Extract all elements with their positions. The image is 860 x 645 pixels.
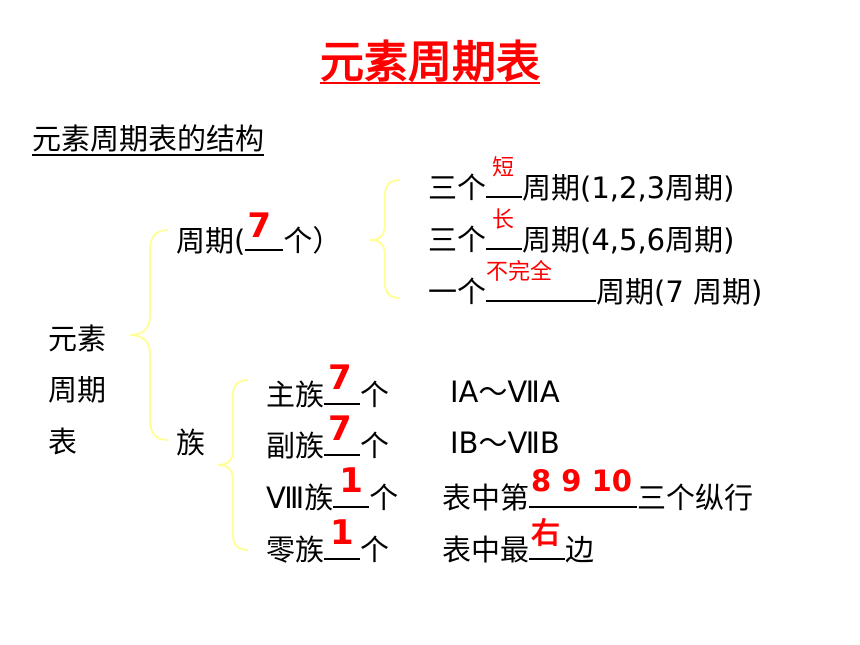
- root-bracket: [129, 229, 169, 441]
- period-item-answer: 不完全: [486, 260, 553, 285]
- period-item-blank: 不完全: [486, 260, 597, 302]
- group-item-blank: 1: [324, 516, 361, 560]
- period-item-answer: 短: [492, 156, 515, 181]
- root-label-line-1: 元素: [48, 322, 107, 356]
- group-node: 族: [176, 426, 206, 460]
- period-item-prefix: 三个: [428, 171, 487, 205]
- root-label-line-2: 周期: [48, 373, 107, 407]
- group-item-blank: 7: [324, 412, 361, 456]
- period-item-prefix: 三个: [428, 223, 487, 257]
- group-item-zero-desc: 表中最右边: [442, 516, 595, 567]
- group-item-blank: 7: [324, 361, 361, 405]
- group-desc-prefix: 表中最: [442, 533, 530, 567]
- group-item-answer: 7: [328, 358, 352, 398]
- group-item-name: 零族: [266, 533, 325, 567]
- group-desc-prefix: 表中第: [442, 481, 530, 515]
- group-item-answer: 1: [330, 513, 354, 553]
- group-item-main-desc: ⅠA～ⅦA: [450, 375, 560, 409]
- section-heading: 元素周期表的结构: [32, 122, 265, 156]
- period-item-1: 三个短周期(1,2,3周期): [428, 156, 735, 205]
- period-label-prefix: 周期(: [176, 224, 246, 258]
- period-item-3: 一个不完全周期(7 周期): [428, 260, 763, 309]
- period-count-answer: 7: [247, 206, 271, 246]
- group-desc-answer: 8 9 10: [531, 464, 632, 498]
- period-item-blank: 短: [486, 156, 523, 198]
- group-desc-blank: 右: [529, 516, 566, 560]
- group-item-unit: 个: [360, 533, 390, 567]
- group-desc-answer: 右: [531, 516, 561, 550]
- period-count-blank: 7: [245, 209, 284, 251]
- group-item-unit: 个: [369, 481, 399, 515]
- group-bracket: [217, 379, 249, 551]
- group-item-answer: 7: [328, 409, 352, 449]
- period-node: 周期(7 个）: [176, 209, 342, 258]
- group-desc-suffix: 三个纵行: [637, 481, 754, 515]
- root-label-line-3: 表: [48, 425, 78, 459]
- group-item-answer: 1: [339, 461, 363, 501]
- group-item-unit: 个: [360, 429, 390, 463]
- period-bracket: [369, 179, 401, 299]
- group-item-blank: 1: [333, 464, 370, 508]
- group-item-name: 副族: [266, 429, 325, 463]
- group-item-name: 主族: [266, 378, 325, 412]
- group-desc-blank: 8 9 10: [529, 464, 638, 508]
- period-item-suffix: 周期(1,2,3周期): [522, 171, 735, 205]
- period-item-prefix: 一个: [428, 275, 487, 309]
- period-item-answer: 长: [492, 208, 515, 233]
- group-item-name: Ⅷ族: [266, 481, 334, 515]
- period-item-suffix: 周期(4,5,6周期): [522, 223, 735, 257]
- period-item-2: 三个长周期(4,5,6周期): [428, 208, 735, 257]
- group-item-sub-desc: ⅠB～ⅦB: [450, 426, 560, 460]
- group-item-unit: 个: [360, 378, 390, 412]
- period-label-suffix: 个）: [283, 224, 342, 258]
- period-item-blank: 长: [486, 208, 523, 250]
- group-desc-suffix: 边: [565, 533, 595, 567]
- period-item-suffix: 周期(7 周期): [596, 275, 763, 309]
- page-title: 元素周期表: [320, 37, 540, 88]
